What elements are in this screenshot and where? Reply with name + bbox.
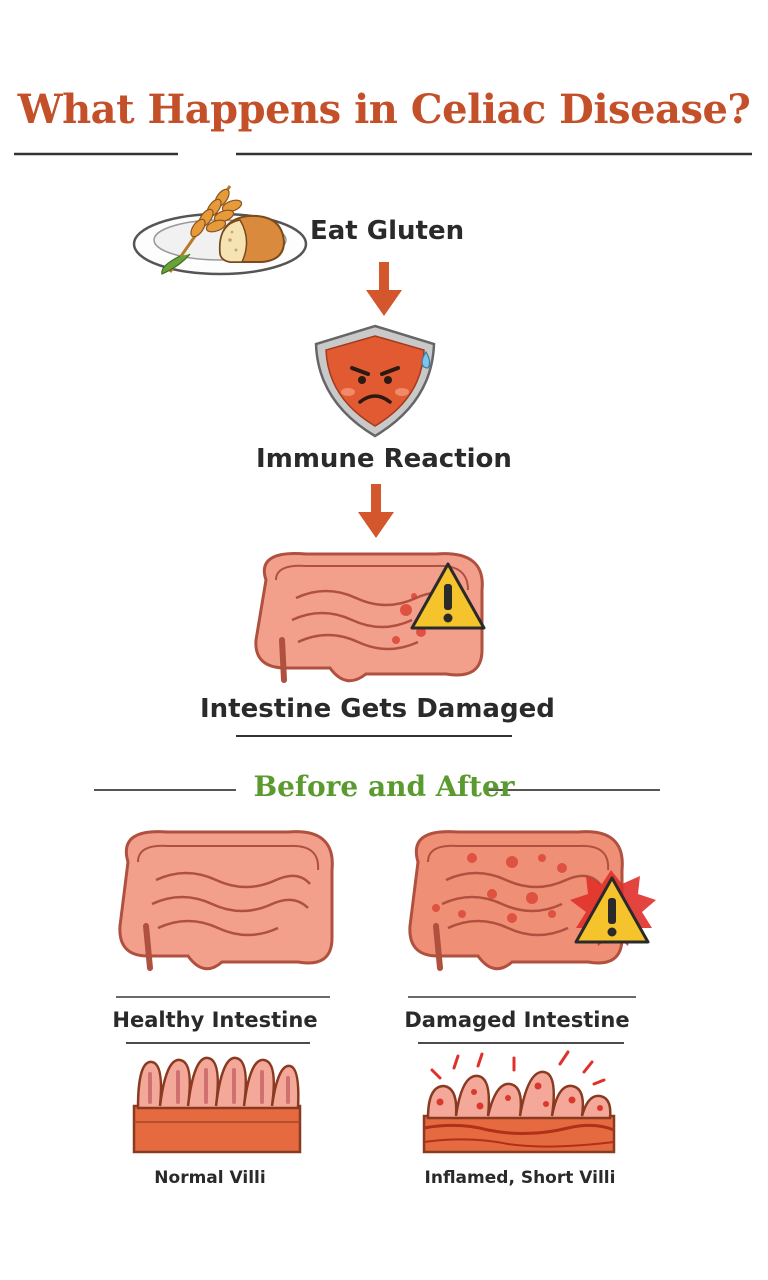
warning-icon: [574, 876, 650, 944]
healthy-label-underline: [126, 1042, 310, 1044]
wheat-icon: [161, 185, 243, 275]
villi-icon: [132, 1056, 302, 1154]
step3-underline: [236, 735, 512, 737]
shield-icon: [314, 324, 436, 438]
intestine-icon: [254, 552, 484, 683]
arrow-down-icon: [366, 262, 402, 316]
title-underline: [14, 152, 752, 156]
damaged-label-line: [408, 996, 636, 998]
step-immune-reaction: Immune Reaction: [256, 444, 512, 474]
damaged-intestine-icon: [408, 830, 624, 971]
step-intestine-damaged: Intestine Gets Damaged: [200, 694, 555, 724]
healthy-intestine-icon: [118, 830, 334, 971]
damaged-intestine-label: Damaged Intestine: [404, 1008, 630, 1032]
page-title: What Happens in Celiac Disease?: [17, 86, 751, 133]
short-villi-label: Inflamed, Short Villi: [424, 1168, 616, 1188]
damaged-label-underline: [418, 1042, 624, 1044]
damaged-villi-icon: [422, 1050, 616, 1154]
warning-icon: [410, 562, 486, 630]
normal-villi-label: Normal Villi: [154, 1168, 266, 1188]
arrow-down-icon: [358, 484, 394, 538]
step-eat-gluten: Eat Gluten: [310, 216, 465, 246]
bread-icon: [218, 214, 286, 263]
section-divider: [94, 789, 660, 791]
healthy-intestine-label: Healthy Intestine: [112, 1008, 318, 1032]
healthy-label-line: [116, 996, 330, 998]
section-heading-before-after: Before and After: [253, 770, 515, 803]
